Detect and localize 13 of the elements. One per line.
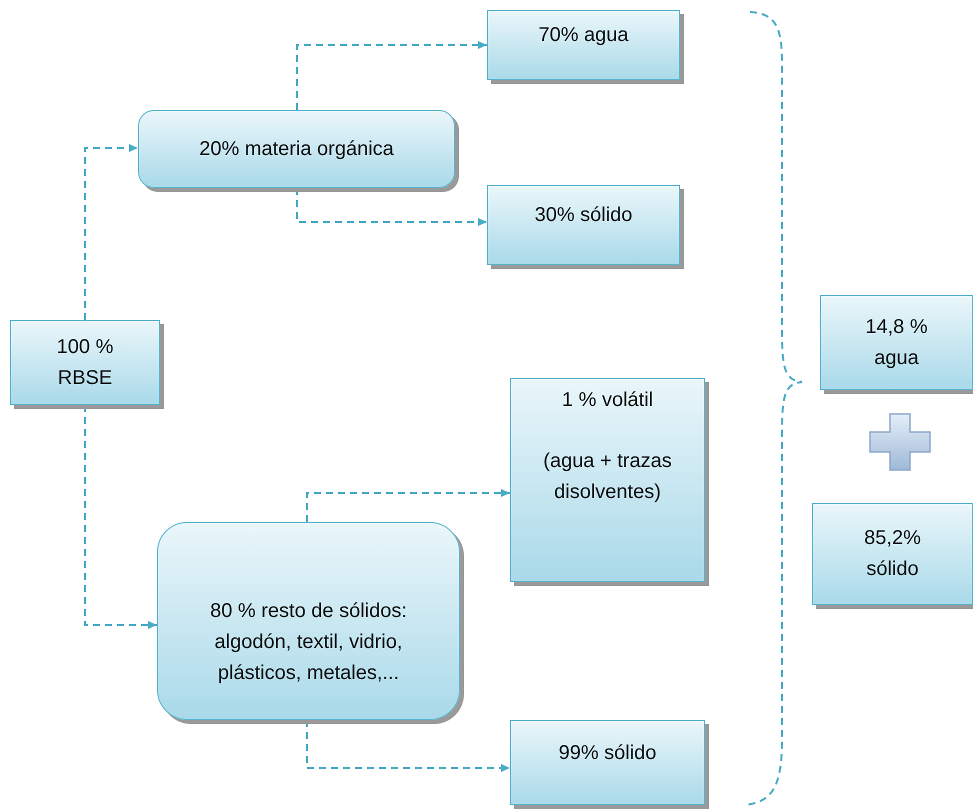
node-label: 80 % resto de sólidos: algodón, textil, vidrio, plásticos, metales,... (209, 599, 408, 686)
node-label: 30% sólido (534, 203, 632, 228)
node-label: 99% sólido (558, 740, 656, 766)
node-label: 85,2% sólido (863, 526, 922, 582)
dashed-arrow (84, 144, 138, 320)
node-label: 100 % RBSE (56, 334, 114, 390)
dashed-arrow (296, 41, 487, 110)
node-label: 14,8 % agua (864, 314, 929, 370)
dashed-arrow (306, 489, 510, 522)
node-label: 20% materia orgánica (199, 136, 394, 162)
node-note: (agua + trazas disolventes) (542, 449, 673, 505)
node-label: 1 % volátil (562, 388, 654, 413)
node-label: 70% agua (538, 23, 629, 48)
